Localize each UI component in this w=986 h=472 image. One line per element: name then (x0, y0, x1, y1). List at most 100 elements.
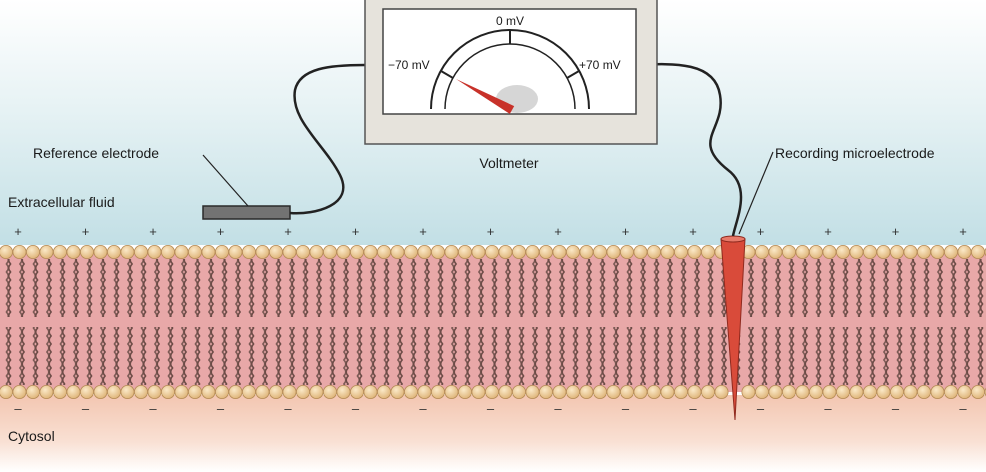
reference-electrode-label: Reference electrode (33, 145, 159, 161)
lipid-head (957, 384, 972, 399)
cytosol-region (0, 395, 986, 472)
lipid-head (228, 244, 243, 259)
negative-charge: – (82, 401, 90, 416)
lipid-head (674, 244, 689, 259)
lipid-head (539, 244, 554, 259)
positive-charge: + (892, 224, 900, 239)
lipid-head (25, 244, 40, 259)
lipid-head (0, 245, 13, 259)
positive-charge: + (14, 224, 22, 239)
lipid-tails-upper (0, 259, 986, 317)
dial-label-positive: +70 mV (579, 58, 621, 72)
lipid-head (228, 384, 243, 399)
lipid-head (755, 384, 770, 399)
lipid-head (512, 244, 527, 259)
positive-charge: + (217, 224, 225, 239)
lipid-head (417, 384, 432, 399)
lipid-head (160, 244, 175, 259)
lipid-head (782, 244, 797, 259)
lipid-head (66, 384, 81, 399)
lipid-head (160, 384, 175, 399)
lipid-head (633, 244, 648, 259)
negative-charge: – (892, 401, 900, 416)
lipid-head (701, 384, 716, 399)
lipid-head (903, 244, 918, 259)
lipid-head (890, 384, 905, 399)
recording-wire (635, 62, 743, 237)
positive-charge: + (419, 224, 427, 239)
lipid-head (133, 244, 148, 259)
lipid-head (282, 244, 297, 259)
lipid-head (944, 244, 959, 259)
lipid-head (647, 384, 662, 399)
lipid-head (376, 244, 391, 259)
lipid-head (957, 244, 972, 259)
lipid-head (863, 244, 878, 259)
lipid-head (782, 384, 797, 399)
lipid-head (849, 244, 864, 259)
positive-charge: + (149, 224, 157, 239)
lipid-head (863, 384, 878, 399)
lipid-head (593, 384, 608, 399)
cytosol-label: Cytosol (8, 428, 55, 444)
lipid-head (566, 384, 581, 399)
lipid-heads-outer (0, 244, 986, 259)
negative-charge: – (959, 401, 967, 416)
lipid-head (187, 244, 202, 259)
extracellular-fluid-label: Extracellular fluid (8, 194, 115, 210)
lipid-head (322, 244, 337, 259)
outer-charge-signs: +++++++++++++++ (14, 224, 967, 239)
lipid-head (971, 384, 986, 399)
lipid-head (498, 244, 513, 259)
negative-charge: – (487, 401, 495, 416)
lipid-head (349, 384, 364, 399)
lipid-head (214, 384, 229, 399)
lipid-head (971, 244, 986, 259)
positive-charge: + (487, 224, 495, 239)
lipid-head (822, 384, 837, 399)
lipid-head (876, 244, 891, 259)
lipid-head (417, 244, 432, 259)
lipid-head (457, 244, 472, 259)
positive-charge: + (757, 224, 765, 239)
lipid-head (525, 244, 540, 259)
lipid-head (282, 384, 297, 399)
lipid-head (498, 384, 513, 399)
lipid-head (539, 384, 554, 399)
lipid-head (53, 384, 68, 399)
lipid-head (349, 244, 364, 259)
negative-charge: – (149, 401, 157, 416)
lipid-head (755, 244, 770, 259)
lipid-head (647, 244, 662, 259)
positive-charge: + (824, 224, 832, 239)
lipid-head (849, 384, 864, 399)
lipid-head (133, 384, 148, 399)
lipid-head (107, 384, 122, 399)
negative-charge: – (554, 401, 562, 416)
lipid-head (930, 384, 945, 399)
reference-electrode (202, 205, 291, 220)
lipid-head (890, 244, 905, 259)
lipid-head (457, 384, 472, 399)
lipid-head (268, 244, 283, 259)
lipid-head (93, 384, 108, 399)
negative-charge: – (419, 401, 427, 416)
lipid-head (80, 244, 95, 259)
lipid-head (809, 384, 824, 399)
lipid-head (471, 384, 486, 399)
lipid-head (376, 384, 391, 399)
lipid-head (606, 384, 621, 399)
negative-charge: – (352, 401, 360, 416)
lipid-head (12, 384, 27, 399)
lipid-head (201, 244, 216, 259)
lipid-head (687, 384, 702, 399)
lipid-head (295, 384, 310, 399)
lipid-head (309, 384, 324, 399)
lipid-head (363, 384, 378, 399)
lipid-head (930, 244, 945, 259)
lipid-head (566, 244, 581, 259)
lipid-head (241, 384, 256, 399)
lipid-head (809, 244, 824, 259)
lipid-head (593, 244, 608, 259)
positive-charge: + (959, 224, 967, 239)
